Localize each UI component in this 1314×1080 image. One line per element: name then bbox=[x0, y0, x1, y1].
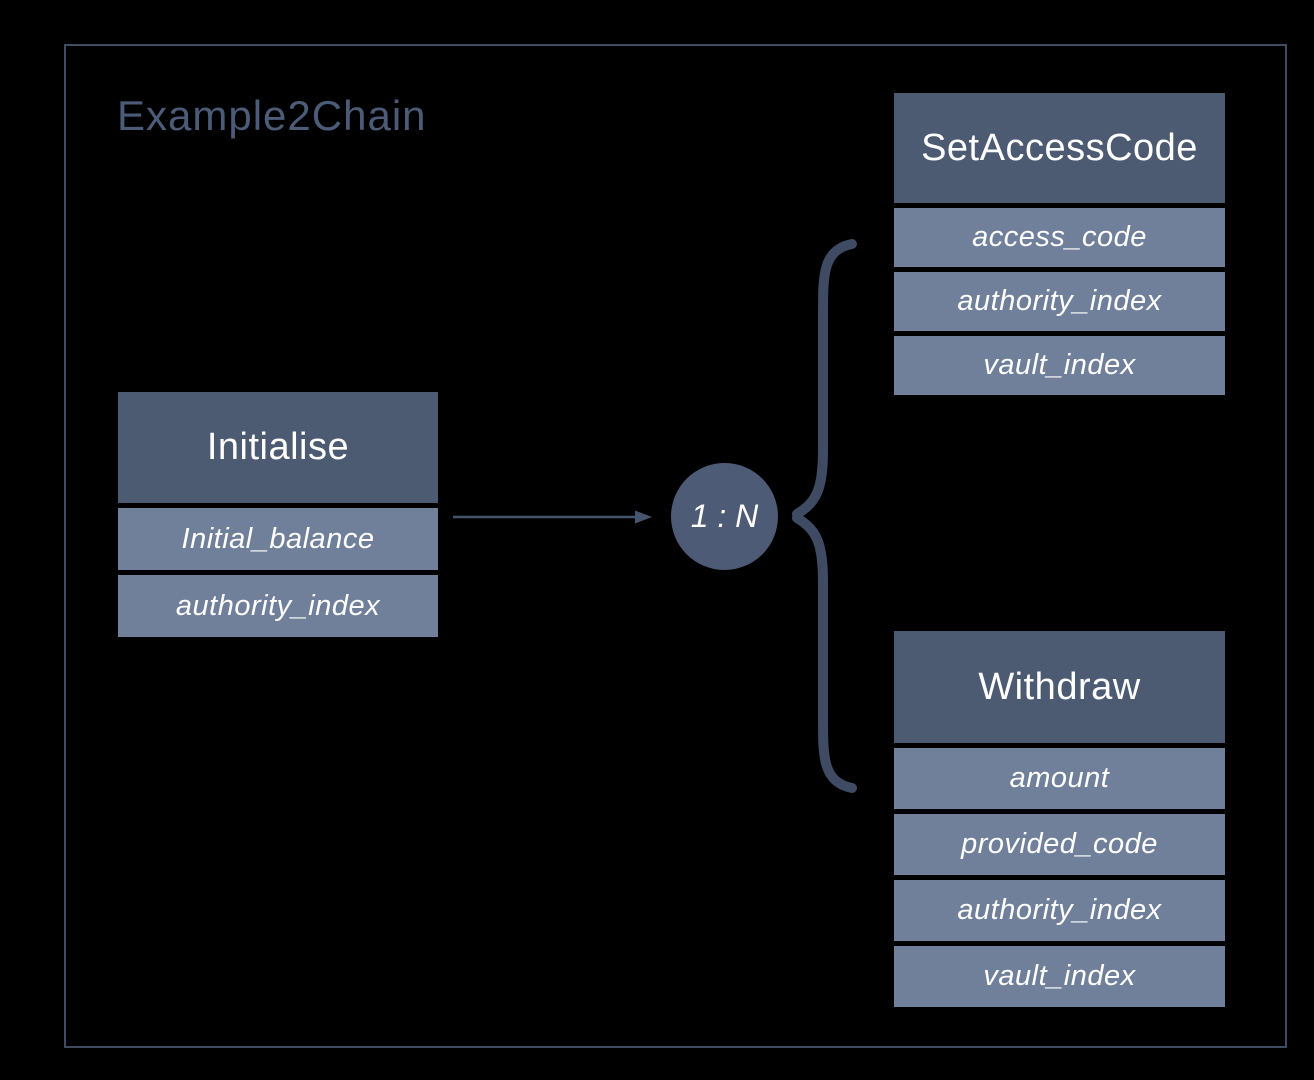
relation-label: 1 : N bbox=[690, 498, 759, 534]
entity-initialise-header: Initialise bbox=[118, 392, 438, 503]
entity-setaccesscode: SetAccessCode access_code authority_inde… bbox=[894, 93, 1225, 395]
entity-withdraw-field: authority_index bbox=[894, 880, 1225, 941]
entity-initialise-field: authority_index bbox=[118, 575, 438, 637]
entity-withdraw-field: amount bbox=[894, 748, 1225, 809]
relation-circle: 1 : N bbox=[671, 463, 778, 570]
entity-setaccesscode-field: authority_index bbox=[894, 272, 1225, 331]
entity-setaccesscode-field: vault_index bbox=[894, 336, 1225, 395]
entity-withdraw-header: Withdraw bbox=[894, 631, 1225, 743]
entity-initialise-field: Initial_balance bbox=[118, 508, 438, 570]
entity-withdraw-field: provided_code bbox=[894, 814, 1225, 875]
entity-setaccesscode-field: access_code bbox=[894, 208, 1225, 267]
entity-initialise: Initialise Initial_balance authority_ind… bbox=[118, 392, 438, 637]
diagram-title: Example2Chain bbox=[117, 92, 427, 139]
curly-brace-icon bbox=[792, 239, 857, 793]
diagram-frame bbox=[64, 44, 1287, 1048]
entity-withdraw-field: vault_index bbox=[894, 946, 1225, 1007]
entity-setaccesscode-header: SetAccessCode bbox=[894, 93, 1225, 203]
entity-withdraw: Withdraw amount provided_code authority_… bbox=[894, 631, 1225, 1007]
connector-arrow-icon bbox=[453, 510, 652, 524]
